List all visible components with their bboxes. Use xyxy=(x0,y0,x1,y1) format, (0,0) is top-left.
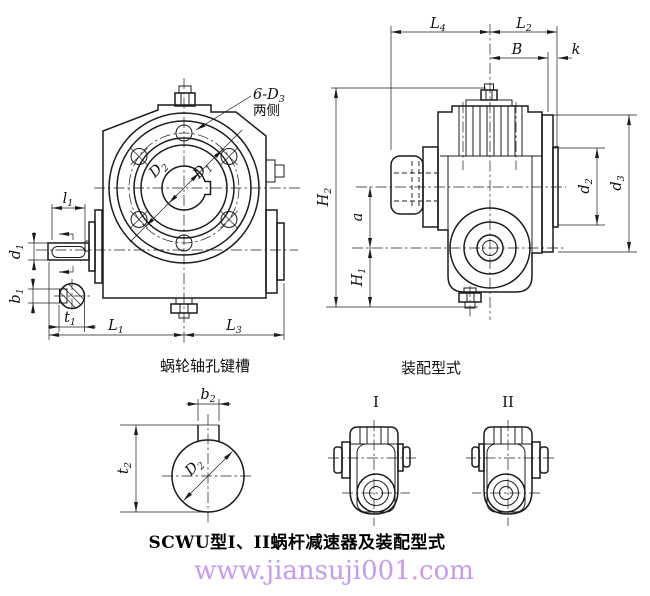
wheel-flange-band xyxy=(541,114,554,253)
keyway-detail: 蜗轮轴孔键槽 t2 b2 D2 xyxy=(116,357,254,524)
hole-note-line2: 两侧 xyxy=(253,103,280,119)
dim-label-L2: L2 xyxy=(515,16,532,34)
diameter-leader-diagonal xyxy=(129,129,243,243)
dim-label-t1: t1 xyxy=(64,310,76,328)
section-mark-bottom xyxy=(59,266,74,274)
L1-L3-extension-lines xyxy=(48,262,285,340)
inner-case-walls xyxy=(447,156,533,253)
crossed-hole xyxy=(130,147,148,166)
dim-label-l1: l1 xyxy=(63,191,74,209)
dim-label-H1: H1 xyxy=(350,268,368,288)
hole-note-leader xyxy=(195,95,252,131)
D2-dim-diagonal xyxy=(183,451,233,501)
shaft-key-section xyxy=(54,279,92,313)
assembly-diagram-2 xyxy=(465,419,555,527)
assembly-types: 装配型式 I II xyxy=(328,359,555,527)
dim-label-d1: d1 xyxy=(8,244,26,259)
bearing-seat-circle xyxy=(133,137,235,239)
right-extension-lines xyxy=(545,114,637,253)
hole-note-line1: 6-D3 xyxy=(253,87,285,105)
hidden-worm-lines xyxy=(394,161,437,209)
dim-label-B: B xyxy=(511,42,523,58)
dim-label-d3: d3 xyxy=(609,175,627,190)
flange-outer-circle xyxy=(108,112,260,264)
keyway-centerlines xyxy=(162,414,254,524)
side-housing-outline xyxy=(437,105,543,293)
dim-label-L3: L3 xyxy=(225,318,242,336)
dim-label-a: a xyxy=(350,213,366,222)
wheel-flange-step xyxy=(552,146,559,228)
d1-extension-lines xyxy=(28,242,48,261)
assembly-type1-label: I xyxy=(373,393,379,411)
bolt-pitch-circle xyxy=(128,132,240,244)
l1-extension-lines xyxy=(51,204,86,240)
side-view: L4 L2 B k H2 a H1 d2 d3 xyxy=(316,16,637,320)
drawing-caption: SCWU型I、II蜗杆减速器及装配型式 xyxy=(148,532,445,553)
dim-label-d2: d2 xyxy=(577,178,595,193)
assembly-title: 装配型式 xyxy=(401,359,461,377)
keyway-title: 蜗轮轴孔键槽 xyxy=(160,357,250,375)
fin-bolt-centerlines xyxy=(462,102,517,170)
crossed-hole xyxy=(220,210,238,229)
input-shaft-keyway xyxy=(51,246,86,258)
cooling-fins xyxy=(458,106,523,156)
input-shaft xyxy=(47,242,90,261)
dim-label-D2-front: D2 xyxy=(146,157,172,183)
assembly-diagram-1 xyxy=(328,420,416,526)
housing-outline xyxy=(102,104,267,299)
flange-inner-circle xyxy=(116,120,252,256)
dim-label-L4: L4 xyxy=(429,16,446,34)
side-drain-plug xyxy=(458,286,482,318)
watermark: www.jiansuji001.com xyxy=(194,556,474,586)
front-drain-plug xyxy=(170,297,198,319)
dim-label-H2: H2 xyxy=(316,188,334,208)
dim-label-D2-keyway: D2 xyxy=(182,455,208,481)
dim-label-t2: t2 xyxy=(116,462,134,474)
input-side-flange xyxy=(84,209,103,284)
hub-circle xyxy=(140,144,228,232)
assembly-type2-label: II xyxy=(502,393,514,411)
side-oil-plug xyxy=(265,159,285,183)
output-boss xyxy=(449,207,531,289)
output-bore-with-keyway xyxy=(161,165,212,211)
side-top-bolt xyxy=(465,83,513,107)
dim-label-D1-front: D1 xyxy=(190,158,216,184)
front-view: D2 D1 6-D3 两侧 xyxy=(8,78,300,345)
worm-end-cap xyxy=(390,155,424,215)
keyway-slot-sides xyxy=(197,425,220,442)
section-mark-top xyxy=(59,232,74,240)
dim-label-k: k xyxy=(572,42,581,58)
dim-label-L1: L1 xyxy=(107,318,124,336)
dim-label-b2: b2 xyxy=(200,387,215,405)
top-vent-bolt xyxy=(174,85,196,107)
dim-label-b1: b1 xyxy=(8,288,26,303)
output-side-flange xyxy=(265,209,285,294)
